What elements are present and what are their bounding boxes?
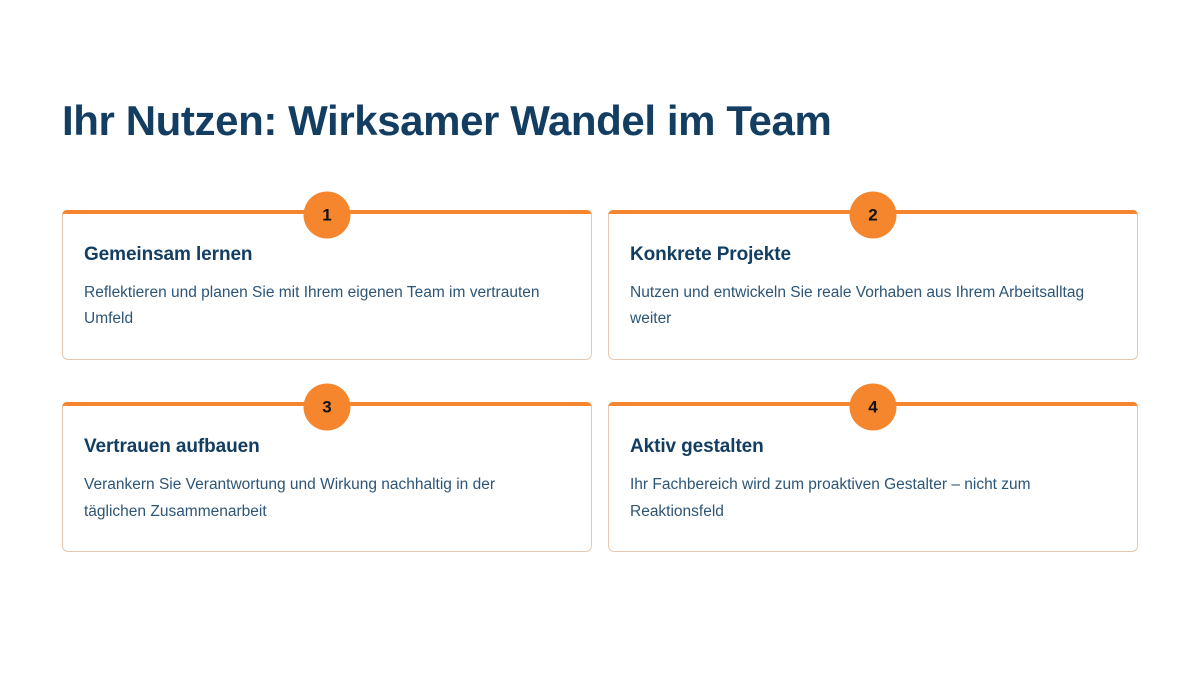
card-heading: Konkrete Projekte (630, 244, 791, 265)
card-body: Konkrete Projekte Nutzen und entwickeln … (608, 214, 1138, 361)
benefit-card-4[interactable]: 4 Aktiv gestalten Ihr Fachbereich wird z… (608, 382, 1138, 553)
card-number-badge: 1 (303, 191, 351, 238)
card-number-badge: 3 (303, 383, 351, 431)
card-body: Aktiv gestalten Ihr Fachbereich wird zum… (608, 406, 1138, 553)
card-description: Verankern Sie Verantwortung und Wirkung … (84, 475, 495, 520)
card-number-badge: 4 (849, 383, 897, 431)
card-heading: Gemeinsam lernen (84, 244, 253, 265)
card-number-badge: 2 (849, 191, 897, 238)
benefit-card-3[interactable]: 3 Vertrauen aufbauen Verankern Sie Veran… (62, 382, 592, 553)
card-description: Reflektieren und planen Sie mit Ihrem ei… (84, 283, 540, 328)
card-heading: Aktiv gestalten (630, 436, 764, 458)
card-description: Ihr Fachbereich wird zum proaktiven Gest… (630, 475, 1031, 520)
benefit-card-grid: 1 Gemeinsam lernen Reflektieren und plan… (62, 190, 1138, 553)
benefit-card-2[interactable]: 2 Konkrete Projekte Nutzen und entwickel… (608, 190, 1138, 361)
benefit-card-1[interactable]: 1 Gemeinsam lernen Reflektieren und plan… (62, 190, 592, 361)
card-description: Nutzen und entwickeln Sie reale Vorhaben… (630, 283, 1085, 328)
card-body: Vertrauen aufbauen Verankern Sie Verantw… (62, 406, 592, 553)
page-title: Ihr Nutzen: Wirksamer Wandel im Team (62, 97, 832, 144)
card-heading: Vertrauen aufbauen (84, 436, 260, 458)
card-body: Gemeinsam lernen Reflektieren und planen… (62, 214, 592, 361)
